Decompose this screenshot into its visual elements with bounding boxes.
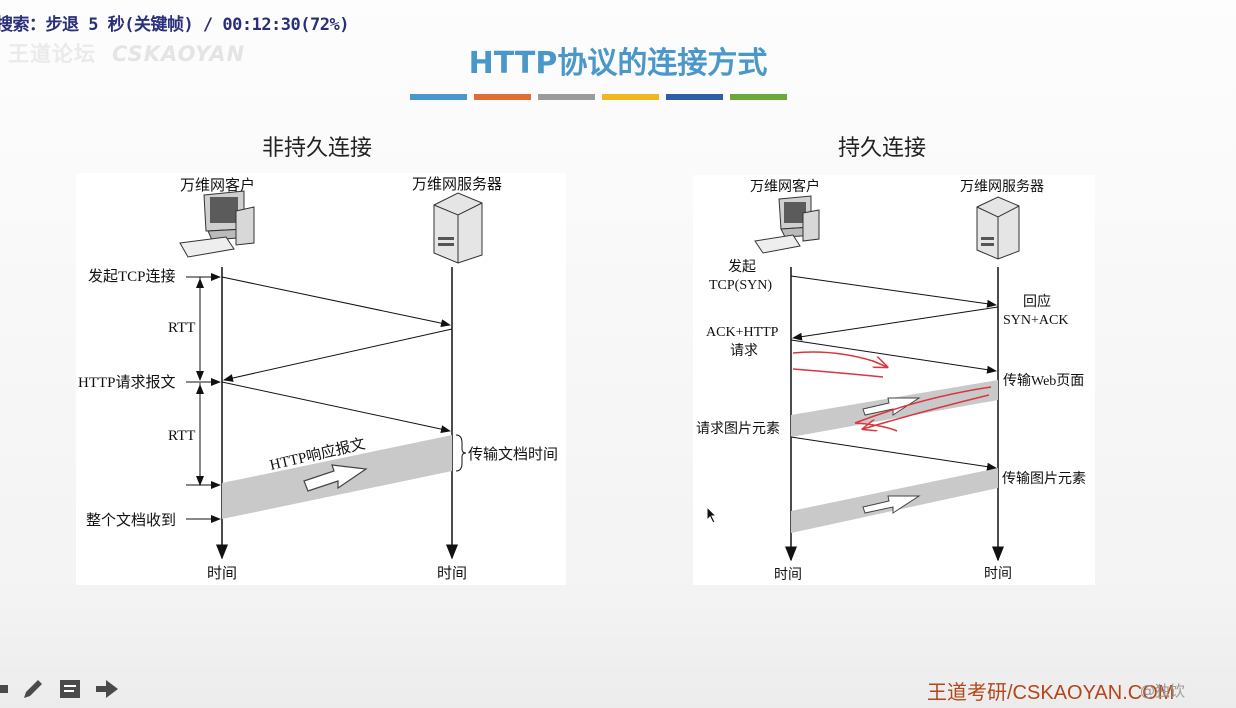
color-bar: [602, 94, 659, 100]
np-client-label: 万维网客户: [180, 177, 255, 194]
color-bar: [474, 94, 531, 100]
np-rtt2-label: RTT: [168, 428, 195, 444]
response-arrow-icon: [303, 464, 368, 492]
player-osd: 搜索：步退 5 秒(关键帧) / 00:12:30(72%): [0, 15, 349, 35]
np-http-request-label: HTTP请求报文: [78, 374, 176, 391]
np-rtt1-label: RTT: [168, 320, 195, 336]
square-icon[interactable]: [0, 682, 8, 696]
annotation-stroke: [792, 351, 887, 367]
p-ack-line2: 请求: [730, 343, 758, 359]
footer-brand: 王道考研/CSKAOYAN.COM: [927, 682, 1175, 704]
persistent-diagram: 万维网客户 万维网服务器 发起 TCP(SYN) 回应 SYN+ACK ACK+…: [693, 175, 1095, 585]
presentation-toolbar: [0, 676, 120, 702]
persistent-heading: 持久连接: [838, 136, 927, 161]
nonpersistent-heading: 非持久连接: [262, 136, 373, 161]
annotation-stroke: [792, 368, 884, 378]
p-ack-line1: ACK+HTTP: [706, 325, 779, 340]
p-reply-line1: 回应: [1023, 293, 1051, 310]
annotation-stroke: [854, 386, 992, 432]
mouse-cursor-icon: [706, 506, 718, 524]
np-start-tcp-label: 发起TCP连接: [88, 268, 176, 285]
p-time-server: 时间: [984, 566, 1012, 582]
p-start-line1: 发起: [728, 259, 756, 275]
server-icon: [433, 192, 483, 264]
np-transfer-time-label: 传输文档时间: [468, 446, 558, 463]
slide-title: HTTP协议的连接方式: [468, 46, 768, 81]
p-client-label: 万维网客户: [750, 178, 820, 195]
p-transfer-image-label: 传输图片元素: [1002, 471, 1086, 487]
next-arrow-icon[interactable]: [94, 677, 120, 701]
transfer-arrow-icon: [862, 495, 921, 514]
title-color-bars: [410, 94, 787, 100]
pen-icon[interactable]: [20, 676, 46, 702]
csdn-watermark: @独饮: [1140, 682, 1186, 700]
p-time-client: 时间: [774, 567, 802, 583]
p-start-line2: TCP(SYN): [709, 278, 772, 293]
color-bar: [730, 94, 787, 100]
nonpersistent-diagram: 万维网客户 万维网服务器 HTTP响应报文 RTT RTT 发起TCP连接 HT…: [76, 173, 566, 585]
p-reply-line2: SYN+ACK: [1003, 313, 1068, 328]
watermark-logo: 王道论坛 CSKAOYAN: [8, 38, 245, 68]
client-computer-icon: [179, 190, 255, 258]
color-bar: [410, 94, 467, 100]
annotation-stroke: [863, 394, 990, 429]
p-request-image-label: 请求图片元素: [696, 421, 780, 437]
p-server-label: 万维网服务器: [960, 179, 1044, 195]
np-received-label: 整个文档收到: [86, 512, 176, 529]
np-time-server: 时间: [437, 565, 467, 582]
server-icon: [976, 196, 1020, 260]
notes-icon[interactable]: [58, 678, 82, 700]
np-server-label: 万维网服务器: [412, 176, 502, 193]
client-computer-icon: [754, 195, 820, 254]
logo-ghost: CSKAOYAN: [112, 42, 246, 66]
p-transfer-web-label: 传输Web页面: [1003, 373, 1084, 389]
np-time-client: 时间: [207, 565, 237, 582]
logo-text: 王道论坛: [8, 42, 96, 66]
color-bar: [666, 94, 723, 100]
color-bar: [538, 94, 595, 100]
